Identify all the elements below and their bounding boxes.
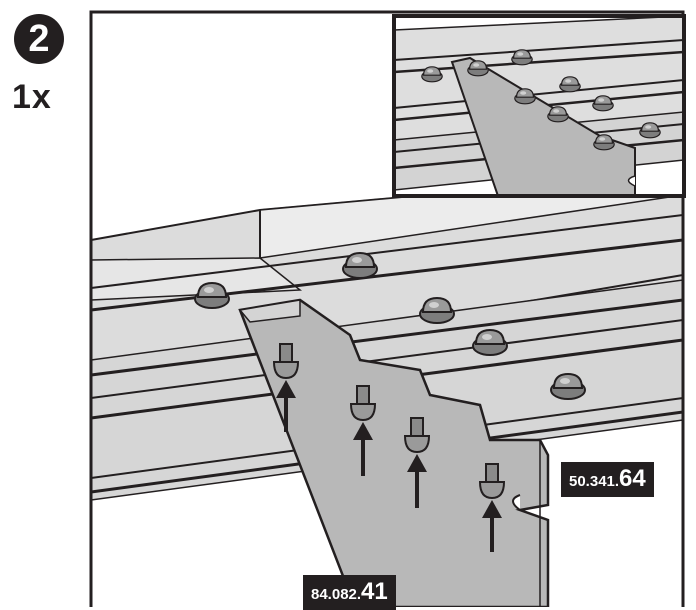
arrow-up-icon <box>407 454 427 472</box>
bolt-icon <box>419 297 455 324</box>
quantity-label: 1x <box>12 78 52 116</box>
bolt-arrow-1 <box>273 343 299 432</box>
part-number-prefix: 84.082. <box>311 586 362 603</box>
bolt-icon <box>194 282 230 309</box>
bolt-icon <box>342 252 378 279</box>
part-number-prefix: 50.341. <box>569 473 620 490</box>
bolt-arrow-2 <box>350 385 376 476</box>
arrow-up-icon <box>276 380 296 398</box>
arrow-up-icon <box>482 500 502 518</box>
bolt-icon <box>550 373 586 400</box>
part-number-label: 84.082.41 <box>303 575 396 610</box>
step-number-badge: 2 <box>14 14 64 64</box>
step-number: 2 <box>28 18 50 60</box>
part-number-suffix: 64 <box>619 465 646 492</box>
bolt-arrow-4 <box>479 463 505 552</box>
main-frame <box>89 10 685 607</box>
bracket-plate <box>238 298 550 607</box>
bolt-icon <box>472 329 508 356</box>
inset-frame <box>392 14 686 198</box>
part-number-suffix: 41 <box>361 578 388 605</box>
bolt-arrow-3 <box>404 417 430 508</box>
arrow-up-icon <box>353 422 373 440</box>
part-number-label: 50.341.64 <box>561 462 654 497</box>
inset-detail-view <box>392 14 686 198</box>
